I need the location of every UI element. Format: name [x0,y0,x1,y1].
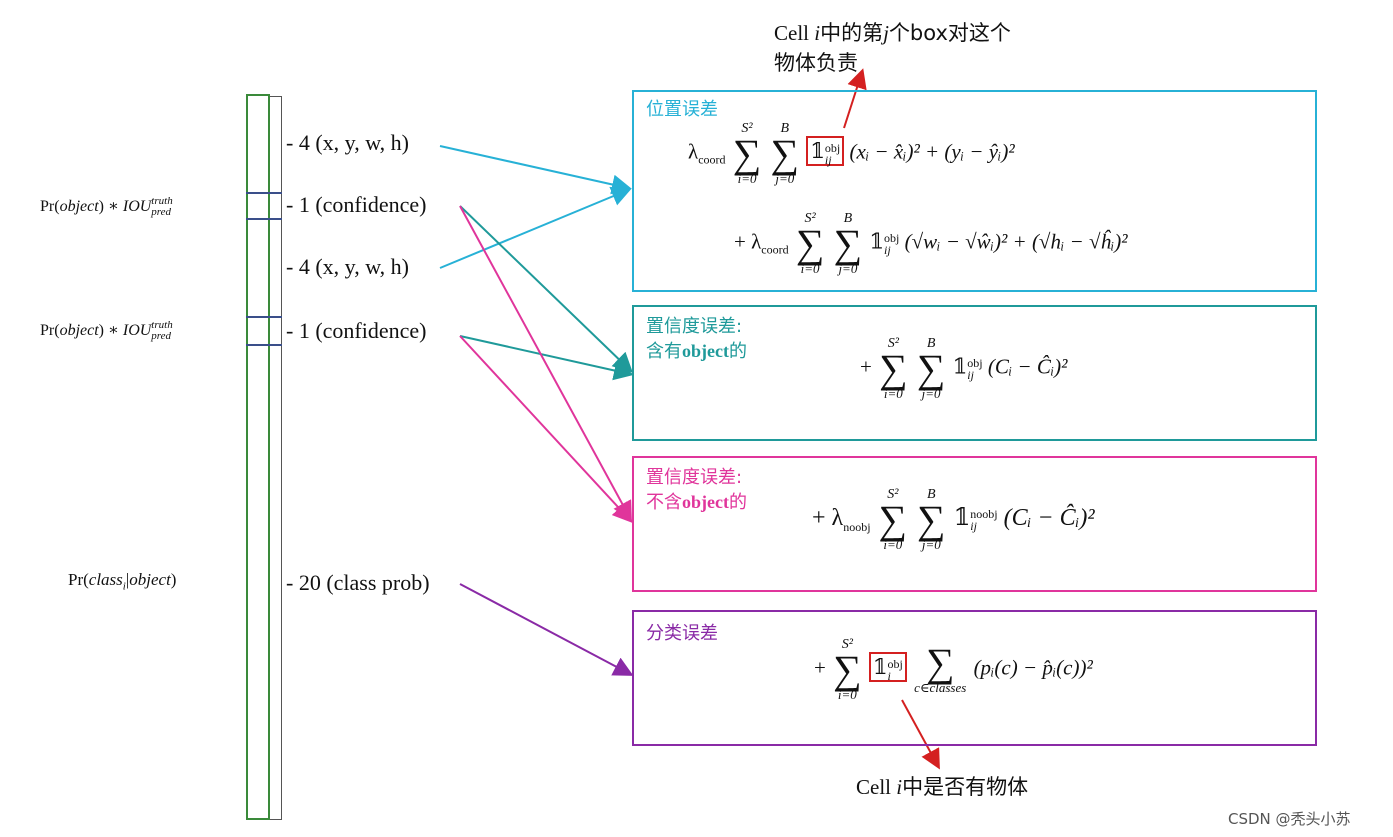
slot-label-confidence-2: - 1 (confidence) [286,318,427,343]
class-error-title: 分类误差 [646,623,718,644]
confidence-noobj-title: 置信度误差: 不含object的 [646,467,747,513]
slot-divider [246,316,282,318]
slot-label-class-prob: - 20 (class prob) [286,570,430,595]
watermark: CSDN @秃头小苏 [1228,810,1351,828]
arrow-top-note [843,68,867,129]
slot-divider [246,192,282,194]
slot-label-confidence-1: - 1 (confidence) [286,192,427,217]
slot-label-xywh-1: - 4 (x, y, w, h) [286,130,410,155]
confidence-obj-title: 置信度误差: 含有object的 [646,316,747,362]
slot-divider [246,344,282,346]
pr-class-label: Pr(classi|object) [68,570,177,593]
output-vector-inner [270,96,282,820]
arrow-class [459,583,634,676]
arrow-xywh1-position [439,145,632,195]
confidence-noobj-box: 置信度误差: 不含object的 + λnoobj S²∑i=0 B∑j=0 𝟙… [632,456,1317,592]
arrow-conf2-obj [459,335,634,381]
slot-label-xywh-2: - 4 (x, y, w, h) [286,254,410,279]
arrow-bottom-note [901,699,940,770]
slot-divider [246,218,282,220]
arrow-conf1-obj [459,205,633,373]
top-note: Cell i中的第j个box对这个 物体负责 [774,21,1011,75]
output-vector [246,94,270,820]
arrow-xywh2-position [439,186,632,269]
position-error-title: 位置误差 [646,99,718,120]
bottom-note: Cell i中是否有物体 [856,775,1029,799]
arrow-conf1-noobj [459,205,632,522]
arrow-conf2-noobj [459,335,633,523]
